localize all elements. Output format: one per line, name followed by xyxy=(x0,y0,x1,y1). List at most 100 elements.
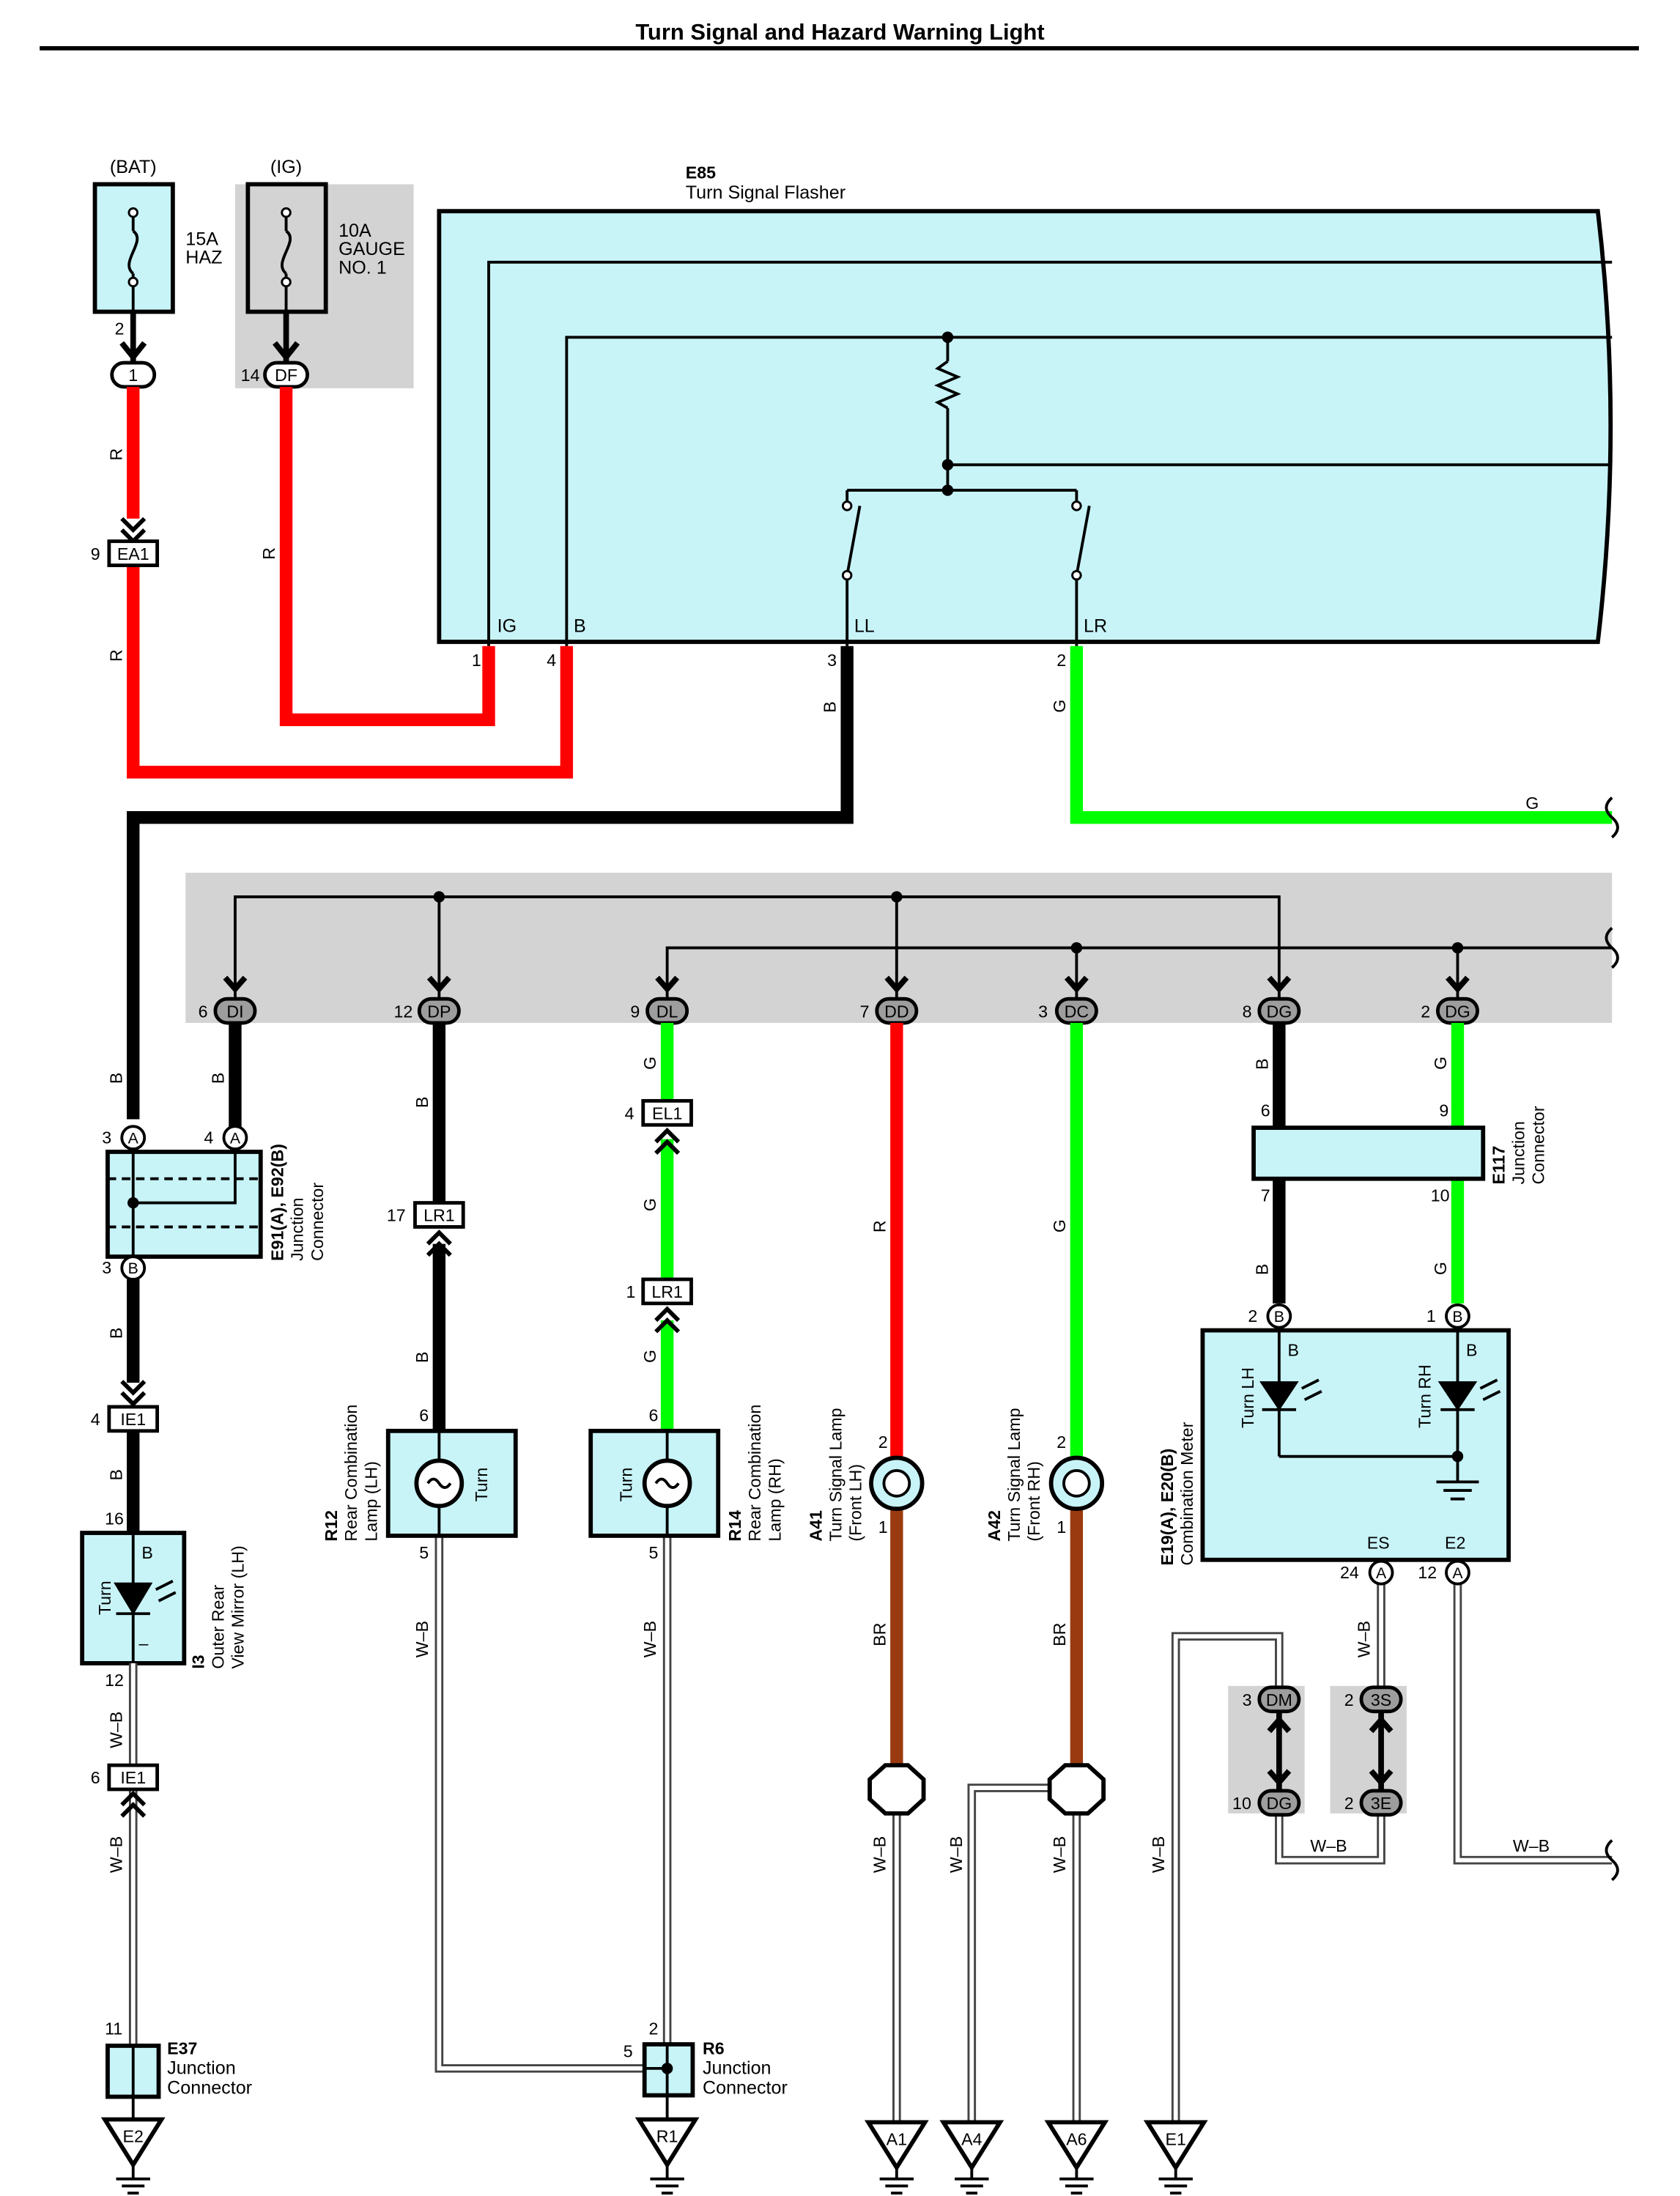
junction-bus-lines xyxy=(234,895,1613,998)
ig-fuse-name-2: NO. 1 xyxy=(338,257,387,278)
fuse-icon xyxy=(127,207,139,312)
svg-text:B: B xyxy=(1274,1308,1284,1326)
svg-text:2: 2 xyxy=(1248,1306,1257,1326)
wire-break-icon xyxy=(1605,927,1619,969)
bulb-icon xyxy=(1062,1469,1091,1498)
svg-text:2: 2 xyxy=(1421,1002,1430,1021)
svg-text:(Front RH): (Front RH) xyxy=(1024,1461,1043,1541)
junction-connector-dg-2: DG 2 xyxy=(1421,975,1479,1025)
flasher-pin-1: 1 xyxy=(472,651,481,670)
svg-text:W–B: W–B xyxy=(870,1836,889,1873)
svg-text:W–B: W–B xyxy=(947,1836,966,1873)
3e-connector: 3E 2 xyxy=(1344,1789,1403,1817)
svg-text:Rear Combination: Rear Combination xyxy=(745,1405,764,1542)
dm-connector: DM 3 xyxy=(1243,1685,1301,1791)
svg-text:Lamp (LH): Lamp (LH) xyxy=(361,1461,380,1542)
ea1-connector xyxy=(107,539,160,567)
svg-text:E37: E37 xyxy=(167,2039,197,2058)
svg-text:A4: A4 xyxy=(961,2129,982,2148)
wire-black-ll xyxy=(127,646,854,1120)
svg-text:DG: DG xyxy=(1445,1002,1470,1021)
meter-pin-a24 xyxy=(1368,1559,1394,1586)
combination-meter xyxy=(1200,1328,1511,1562)
svg-text:W–B: W–B xyxy=(1149,1836,1168,1873)
wire-label-g: G xyxy=(640,1198,659,1211)
svg-text:6: 6 xyxy=(419,1405,429,1424)
ig-connector-id: DF xyxy=(275,366,297,385)
svg-text:B: B xyxy=(1287,1340,1298,1359)
led-icon xyxy=(1259,1381,1299,1411)
svg-text:7: 7 xyxy=(860,1002,870,1021)
light-rays-icon xyxy=(155,1580,177,1602)
svg-text:10: 10 xyxy=(1232,1794,1251,1813)
ground-e2: E2 xyxy=(100,2117,166,2195)
svg-text:Lamp (RH): Lamp (RH) xyxy=(765,1458,784,1541)
wire-label-g: G xyxy=(1431,1262,1450,1275)
svg-text:DD: DD xyxy=(884,1002,909,1021)
svg-text:Combination Meter: Combination Meter xyxy=(1177,1422,1196,1565)
wire-label-b: B xyxy=(106,1073,125,1084)
light-rays-icon xyxy=(1479,1378,1501,1402)
svg-text:DC: DC xyxy=(1065,1002,1089,1021)
svg-text:W–B: W–B xyxy=(1050,1836,1069,1873)
ground-r1: R1 xyxy=(634,2117,700,2195)
ig-connector-pin: 14 xyxy=(241,366,260,385)
svg-text:Junction: Junction xyxy=(288,1197,307,1260)
svg-text:–: – xyxy=(138,1634,148,1653)
svg-text:(Front LH): (Front LH) xyxy=(846,1464,865,1542)
junction-connector-dl: DL 9 xyxy=(630,975,689,1025)
svg-text:I3: I3 xyxy=(188,1655,207,1668)
wire-label-b: B xyxy=(412,1097,432,1108)
svg-text:R1: R1 xyxy=(656,2126,678,2145)
bat-fuse-rating: 15A xyxy=(185,229,218,250)
svg-text:11: 11 xyxy=(105,2019,122,2038)
svg-text:1: 1 xyxy=(626,1282,636,1301)
svg-text:8: 8 xyxy=(1243,1002,1252,1021)
svg-text:W–B: W–B xyxy=(1310,1836,1347,1855)
bat-fuse-pin: 2 xyxy=(115,319,125,338)
svg-text:4: 4 xyxy=(91,1410,100,1429)
svg-text:Turn LH: Turn LH xyxy=(1238,1367,1257,1428)
svg-text:IE1: IE1 xyxy=(120,1768,146,1787)
wire-label-g: G xyxy=(640,1350,659,1363)
wire-label-b: B xyxy=(106,1469,125,1480)
wire-green-lr xyxy=(1070,646,1613,824)
wire-label-g: G xyxy=(1050,700,1069,713)
wire-label-b: B xyxy=(821,701,840,712)
bat-source-label: (BAT) xyxy=(110,157,157,177)
wire-red-ig xyxy=(279,386,495,726)
svg-text:1: 1 xyxy=(878,1517,888,1537)
wire-label-r: R xyxy=(106,649,125,662)
wire-label-r: R xyxy=(259,547,278,560)
svg-text:EL1: EL1 xyxy=(652,1104,682,1123)
svg-text:12: 12 xyxy=(393,1002,412,1021)
svg-text:A: A xyxy=(1452,1564,1463,1582)
wire-label-br: BR xyxy=(870,1623,889,1646)
ground-a6: A6 xyxy=(1044,2120,1109,2195)
svg-text:B: B xyxy=(1452,1308,1462,1326)
junction-connector-dc: DC 3 xyxy=(1038,975,1098,1025)
ig-fuse-name: GAUGE xyxy=(338,239,405,259)
ea1-pin: 9 xyxy=(91,544,100,563)
junction-connector-dg: DG 8 xyxy=(1243,975,1301,1025)
turn-signal-flasher xyxy=(437,209,1613,644)
svg-text:4: 4 xyxy=(625,1104,634,1123)
svg-text:Junction: Junction xyxy=(167,2058,236,2079)
svg-text:W–B: W–B xyxy=(640,1621,659,1657)
svg-text:24: 24 xyxy=(1340,1563,1359,1582)
svg-text:3: 3 xyxy=(102,1128,111,1147)
svg-text:E19(A), E20(B): E19(A), E20(B) xyxy=(1158,1449,1177,1566)
flasher-terminal-b: B xyxy=(574,615,586,636)
svg-text:6: 6 xyxy=(199,1002,208,1021)
meter-pin-a12 xyxy=(1445,1559,1470,1586)
flasher-pin-3: 3 xyxy=(827,651,837,670)
svg-text:E2: E2 xyxy=(123,2126,144,2145)
svg-text:1: 1 xyxy=(1057,1517,1066,1537)
svg-text:5: 5 xyxy=(419,1543,429,1562)
arrow-icon xyxy=(1064,975,1089,994)
svg-text:DG: DG xyxy=(1266,1794,1292,1813)
svg-text:View Mirror (LH): View Mirror (LH) xyxy=(229,1545,248,1668)
flasher-pin-4: 4 xyxy=(547,651,556,670)
svg-text:DL: DL xyxy=(656,1002,678,1021)
svg-text:3S: 3S xyxy=(1371,1690,1391,1709)
